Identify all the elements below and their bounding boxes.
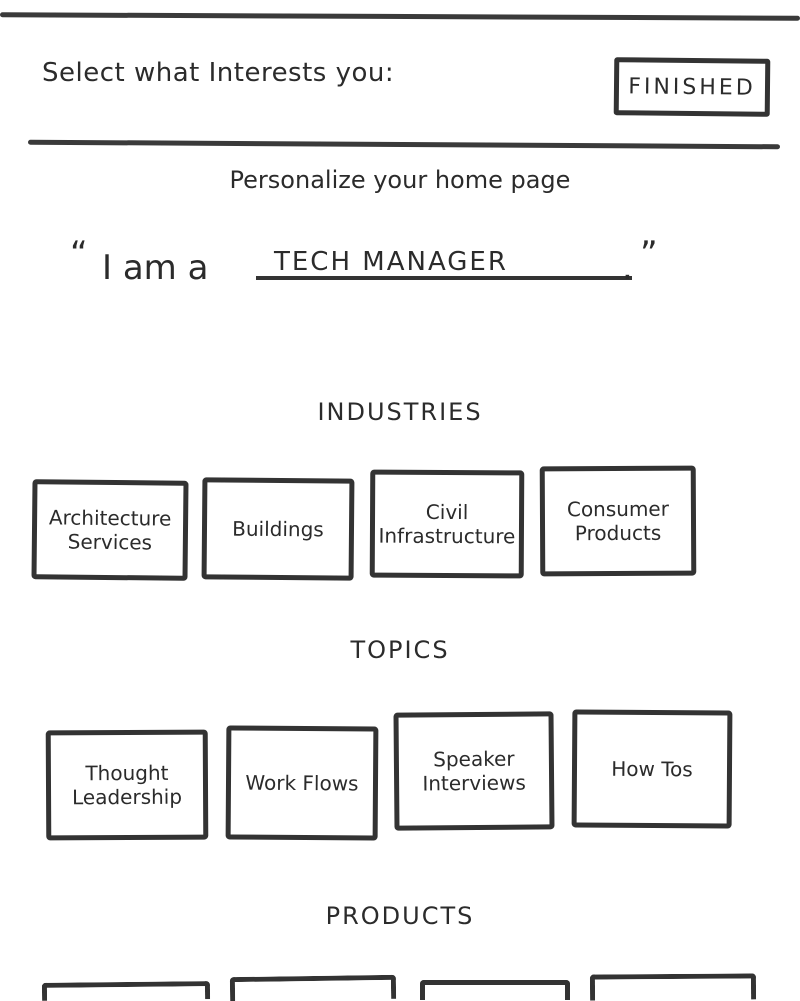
- page-subtitle: Personalize your home page: [229, 166, 571, 194]
- products-heading: PRODUCTS: [325, 902, 475, 930]
- product-tile[interactable]: [229, 974, 397, 1001]
- product-tile[interactable]: [41, 981, 211, 1001]
- tile-label: How Tos: [611, 756, 693, 782]
- role-statement: “ I am a TECH MANAGER . ”: [70, 234, 690, 300]
- industry-tile-buildings[interactable]: Buildings: [201, 477, 355, 581]
- tile-label: Buildings: [232, 516, 324, 542]
- industry-tile-architecture[interactable]: Architecture Services: [31, 479, 189, 581]
- open-quote: “: [70, 234, 88, 274]
- tile-label: Speaker Interviews: [422, 746, 526, 796]
- page-title: Select what Interests you:: [42, 58, 395, 88]
- role-prefix: I am a: [102, 248, 209, 288]
- topic-tile-thought-leadership[interactable]: Thought Leadership: [45, 729, 209, 841]
- header-divider: [27, 139, 781, 150]
- top-divider: [0, 12, 800, 21]
- finished-button[interactable]: FINISHED: [613, 57, 771, 117]
- tile-label: Consumer Products: [566, 496, 669, 546]
- tile-label: Thought Leadership: [72, 760, 183, 810]
- role-input[interactable]: TECH MANAGER: [256, 244, 632, 280]
- role-period: .: [622, 248, 633, 288]
- product-tile[interactable]: [589, 973, 757, 1001]
- industry-tile-civil-infrastructure[interactable]: Civil Infrastructure: [369, 469, 525, 579]
- industry-tile-consumer-products[interactable]: Consumer Products: [539, 465, 697, 577]
- topic-tile-speaker-interviews[interactable]: Speaker Interviews: [393, 711, 555, 831]
- tile-label: Architecture Services: [48, 505, 172, 555]
- product-tile[interactable]: [420, 980, 570, 1000]
- industries-heading: INDUSTRIES: [317, 398, 483, 426]
- close-quote: ”: [640, 234, 658, 274]
- topics-heading: TOPICS: [350, 636, 450, 664]
- topic-tile-work-flows[interactable]: Work Flows: [225, 725, 379, 841]
- tile-label: Work Flows: [245, 770, 359, 796]
- topic-tile-how-tos[interactable]: How Tos: [571, 709, 733, 829]
- tile-label: Civil Infrastructure: [378, 499, 516, 549]
